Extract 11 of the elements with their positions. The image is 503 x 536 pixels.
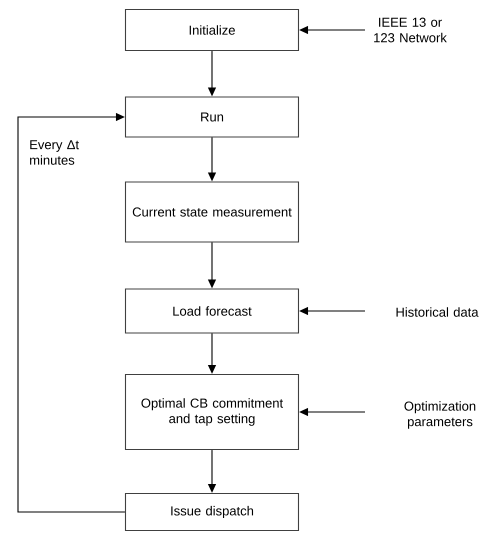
loop-arrow <box>17 112 125 513</box>
process-box: Optimal CB commitment and tap setting <box>124 374 300 450</box>
process-box: Run <box>124 96 300 138</box>
process-box: Issue dispatch <box>124 492 300 532</box>
input-text: Historical data <box>396 307 479 317</box>
edge-label: Every Δt minutes <box>30 140 79 165</box>
input-text: Optimization parameters <box>404 401 476 429</box>
process-box: Load forecast <box>124 288 300 334</box>
process-box: Initialize <box>124 8 300 52</box>
process-box: Current state measurement <box>124 181 300 243</box>
input-text: IEEE 13 or 123 Network <box>374 18 447 42</box>
